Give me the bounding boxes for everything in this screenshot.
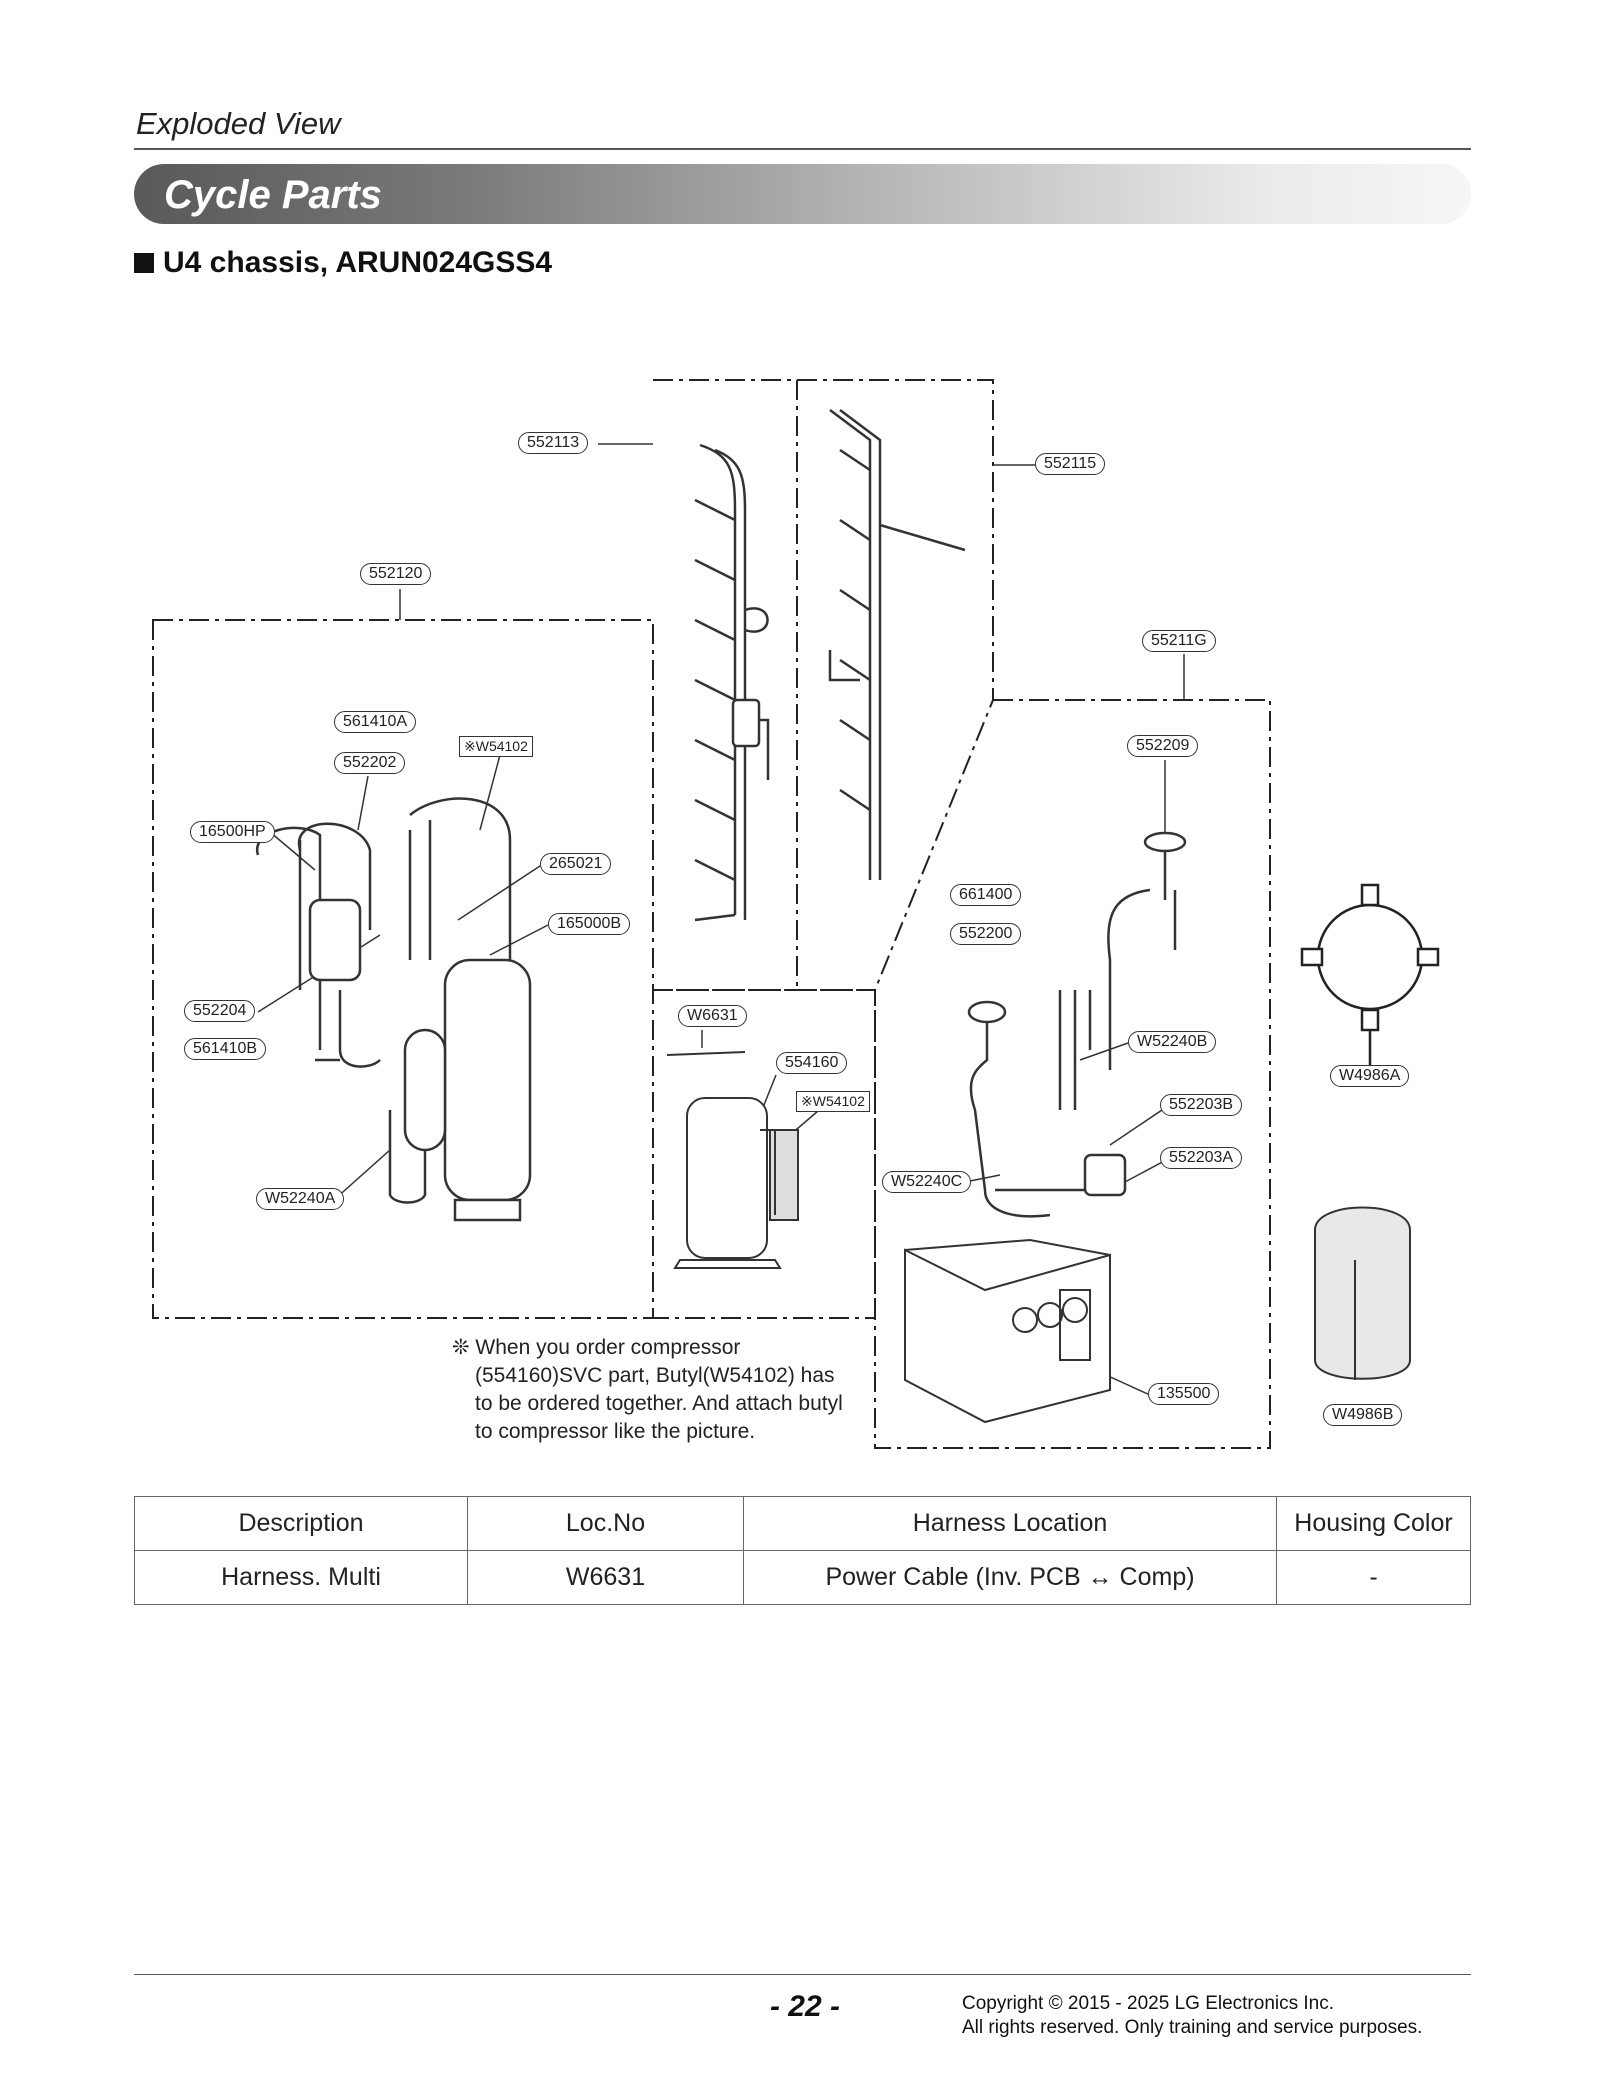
column-header-harness-location: Harness Location <box>743 1496 1277 1551</box>
square-bullet-icon <box>134 253 154 273</box>
column-header-description: Description <box>134 1496 468 1551</box>
copyright: Copyright © 2015 - 2025 LG Electronics I… <box>962 1992 1422 2040</box>
leader-w52240c <box>969 1174 1001 1182</box>
callout-265021: 265021 <box>540 853 612 875</box>
compressor-554160 <box>666 1051 799 1269</box>
callout-135500: 135500 <box>1148 1383 1220 1405</box>
callout-661400: 661400 <box>950 884 1022 906</box>
callout-552203A: 552203A <box>1160 1147 1243 1169</box>
leader-w54102 <box>479 754 501 831</box>
note-line: (554160)SVC part, Butyl(W54102) has <box>475 1364 835 1387</box>
leader-552203b <box>1109 1105 1169 1146</box>
note-line: to compressor like the picture. <box>475 1420 756 1443</box>
banner: Cycle Parts <box>134 164 1471 224</box>
mount-ring-w4986a <box>1300 883 1440 1070</box>
callout-W4986B: W4986B <box>1323 1404 1403 1426</box>
footer-rule <box>134 1974 1471 1975</box>
cell-description: Harness. Multi <box>134 1550 468 1605</box>
callout-552204: 552204 <box>184 1000 256 1022</box>
callout-W52240B: W52240B <box>1128 1031 1217 1053</box>
callout-552115: 552115 <box>1035 453 1106 475</box>
outline-compressor <box>653 989 876 1319</box>
callout-55211G: 55211G <box>1142 630 1216 652</box>
column-header-loc-no: Loc.No <box>467 1496 744 1551</box>
control-box-135500 <box>904 1238 1111 1424</box>
cell-loc-no: W6631 <box>467 1550 744 1605</box>
callout-552200: 552200 <box>950 923 1022 945</box>
callout-w54102-compressor: ※W54102 <box>796 1091 870 1112</box>
page-number: - 22 - <box>769 1990 841 2023</box>
callout-552203B: 552203B <box>1160 1094 1243 1116</box>
outline-right-group <box>874 699 1271 1449</box>
callout-165000B: 165000B <box>548 913 631 935</box>
callout-552113: 552113 <box>518 432 589 454</box>
callout-w54102-left: ※W54102 <box>459 736 533 757</box>
leader-w52240a <box>334 1149 391 1200</box>
callout-552202: 552202 <box>334 752 406 774</box>
callout-W4986A: W4986A <box>1330 1065 1410 1087</box>
callout-561410A: 561410A <box>334 711 417 733</box>
tube-assembly-552113 <box>694 443 770 922</box>
callout-W52240C: W52240C <box>882 1171 972 1193</box>
table-header-row: Description Loc.No Harness Location Hous… <box>134 1496 1471 1551</box>
callout-16500HP: 16500HP <box>190 821 275 843</box>
column-header-housing-color: Housing Color <box>1276 1496 1471 1551</box>
leader-165000b <box>489 924 549 956</box>
callout-W52240A: W52240A <box>256 1188 345 1210</box>
copyright-line-1: Copyright © 2015 - 2025 LG Electronics I… <box>962 1993 1335 2014</box>
leader-16500hp <box>269 831 316 871</box>
callout-554160: 554160 <box>776 1052 848 1074</box>
callout-552120: 552120 <box>360 563 432 585</box>
leader-w52240b <box>1079 1042 1129 1061</box>
callout-552209: 552209 <box>1127 735 1199 757</box>
cell-harness-location: Power Cable (Inv. PCB ↔ Comp) <box>743 1550 1277 1605</box>
callout-561410B: 561410B <box>184 1038 267 1060</box>
tube-assembly-552115 <box>828 409 966 880</box>
compressor-order-note: ❊ When you order compressor (554160)SVC … <box>452 1334 872 1446</box>
leader-552202 <box>357 775 369 831</box>
callout-W6631: W6631 <box>678 1005 747 1027</box>
subtitle: U4 chassis, ARUN024GSS4 <box>134 246 552 280</box>
copyright-line-2: All rights reserved. Only training and s… <box>962 2017 1423 2038</box>
left-cycle-assembly <box>255 797 532 1222</box>
table-row: Harness. Multi W6631 Power Cable (Inv. P… <box>134 1550 1471 1605</box>
diagram-drawing <box>152 379 1440 1449</box>
exploded-diagram: 552113 552115 552120 55211G 561410A ※W54… <box>152 379 1440 1449</box>
sound-jacket-w4986b <box>1314 1206 1411 1380</box>
cell-housing-color: - <box>1276 1550 1471 1605</box>
note-line: to be ordered together. And attach butyl <box>475 1392 843 1415</box>
section-label: Exploded View <box>136 106 341 141</box>
header-rule <box>134 148 1471 150</box>
leader-265021 <box>457 865 541 921</box>
right-valve-assembly <box>967 831 1187 1218</box>
banner-title: Cycle Parts <box>164 173 382 217</box>
note-line: ❊ When you order compressor <box>452 1336 741 1359</box>
subtitle-text: U4 chassis, ARUN024GSS4 <box>163 246 553 279</box>
harness-table: Description Loc.No Harness Location Hous… <box>134 1496 1471 1605</box>
